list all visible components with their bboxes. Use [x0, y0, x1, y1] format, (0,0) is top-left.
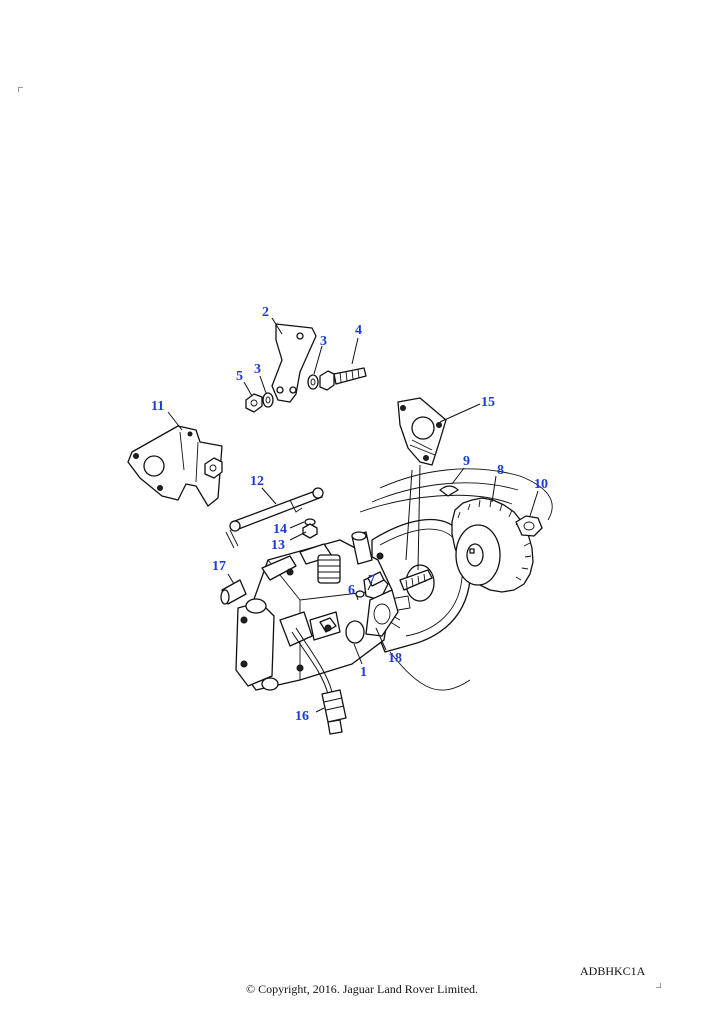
callout-17: 17 — [212, 559, 226, 574]
callout-5: 5 — [236, 369, 243, 384]
timing-gear-part-8 — [451, 497, 534, 593]
leader-lines — [167, 317, 539, 713]
sensor-part-16 — [291, 627, 347, 735]
gasket-part-15 — [397, 397, 447, 571]
callout-18: 18 — [388, 651, 402, 666]
mounting-bracket-part-11 — [127, 425, 223, 507]
bracket-part-2 — [271, 323, 317, 403]
callout-8: 8 — [497, 463, 504, 478]
callout-14: 14 — [273, 522, 287, 537]
callout-12: 12 — [250, 474, 264, 489]
callout-4: 4 — [355, 323, 362, 338]
callout-3-left: 3 — [254, 362, 261, 377]
nut-part-10 — [515, 515, 543, 537]
crop-mark-top-left — [18, 87, 23, 92]
throttle-rod-part-12 — [225, 487, 324, 549]
callout-6: 6 — [348, 583, 355, 598]
fixings-parts-3-4-5 — [245, 367, 367, 413]
callout-15: 15 — [481, 395, 495, 410]
drive-flange-part-18 — [365, 569, 433, 637]
callout-2: 2 — [262, 305, 269, 320]
nut-washer-parts-13-14 — [302, 518, 318, 539]
callout-9: 9 — [463, 454, 470, 469]
callout-16: 16 — [295, 709, 309, 724]
diagram-reference-code: ADBHKC1A — [580, 964, 646, 978]
callout-7: 7 — [368, 573, 375, 588]
callout-labels: 1 2 3 3 4 5 6 7 8 9 10 11 12 13 14 15 16… — [151, 305, 548, 724]
injection-pump-part-1 — [235, 531, 411, 691]
callout-10: 10 — [534, 477, 548, 492]
crop-mark-bottom-right — [656, 983, 661, 988]
woodruff-key-part-9 — [439, 485, 459, 497]
callout-3-right: 3 — [320, 334, 327, 349]
copyright-notice: © Copyright, 2016. Jaguar Land Rover Lim… — [245, 982, 479, 996]
callout-11: 11 — [151, 399, 164, 414]
callout-1: 1 — [360, 665, 367, 680]
callout-13: 13 — [271, 538, 285, 553]
